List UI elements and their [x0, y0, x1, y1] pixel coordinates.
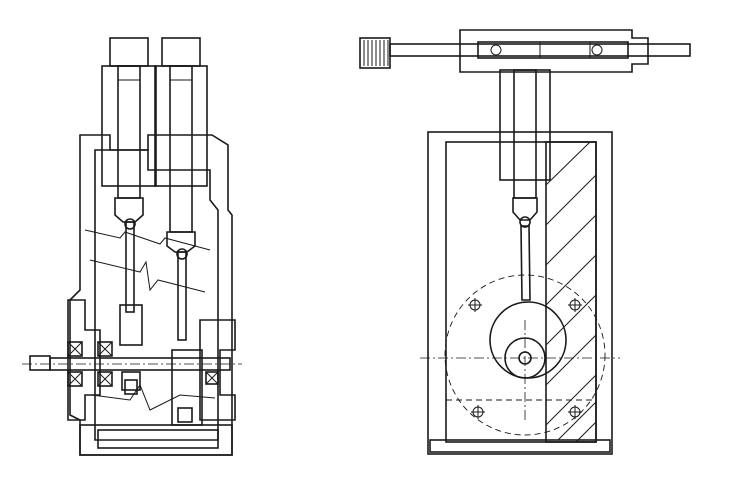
right-flywheel-outline: [444, 274, 606, 436]
right-hatched-plate: [545, 141, 597, 443]
right-barrel: [499, 69, 551, 181]
left-bottom-cover: [79, 424, 233, 456]
left-barrel-a: [101, 37, 157, 199]
right-bolt-holes: [468, 298, 582, 419]
left-pin-a: [124, 218, 136, 230]
right-hatch-lines: [545, 141, 597, 443]
left-bottom-cavity: [97, 429, 219, 449]
left-break-line-3: [91, 383, 216, 411]
front-section-view: [359, 29, 691, 455]
left-pin-b: [176, 248, 188, 260]
rack-housing: [459, 29, 649, 73]
left-crosshead-b: [171, 349, 203, 426]
right-plunger: [513, 69, 537, 199]
right-housing: [427, 131, 613, 455]
left-rod-a: [125, 221, 135, 313]
rack-knob-knurl: [363, 40, 389, 66]
left-break-line-1: [84, 229, 211, 251]
left-break-line-2: [89, 259, 206, 293]
right-bearing-housing: [199, 319, 236, 421]
right-connecting-rod: [520, 225, 531, 301]
right-cam-disc: [489, 301, 567, 379]
left-crosshead-a: [119, 304, 143, 346]
control-rack: [359, 29, 691, 73]
left-housing: [67, 134, 236, 456]
left-green-block-a: [124, 379, 138, 395]
side-section-view: [22, 37, 242, 456]
left-rod-b: [177, 251, 187, 341]
left-crosshead-a-lower: [121, 371, 141, 391]
left-bearing-housing: [67, 299, 101, 421]
right-pin: [519, 216, 531, 228]
left-green-block-b: [177, 407, 193, 423]
